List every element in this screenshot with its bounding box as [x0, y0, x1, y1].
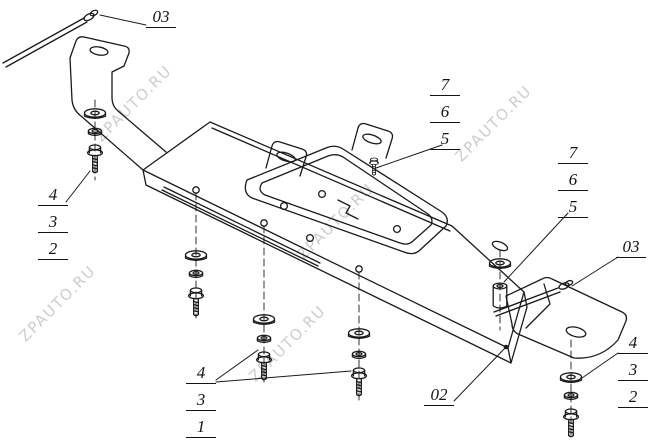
callout-label-02: 02 [424, 386, 454, 406]
callout-label-3: 3 [38, 213, 68, 233]
callout-top-left-bracket: 03 [146, 8, 176, 28]
callout-skid-plate: 02 [424, 386, 454, 406]
bottom-right-fastener-stack-drawing [559, 372, 583, 438]
callout-label-2: 2 [618, 388, 648, 408]
callout-right-fastener-stack: 7 6 5 [558, 144, 588, 225]
callout-bottom-fastener-stacks: 4 3 1 [186, 364, 216, 441]
callout-label-5: 5 [430, 130, 460, 150]
callout-label-1: 1 [186, 418, 216, 438]
callout-mid-fastener-stack: 7 6 5 [430, 76, 460, 157]
callout-bottom-right-fastener-stack: 4 3 2 [618, 334, 648, 415]
callout-left-fastener-stack: 4 3 2 [38, 186, 68, 267]
callout-label-3: 3 [618, 361, 648, 381]
left-fastener-stack-drawing [83, 108, 107, 174]
callout-label-03-top: 03 [146, 8, 176, 28]
callout-label-7: 7 [558, 144, 588, 164]
leader-lines [65, 14, 619, 402]
callout-right-bracket: 03 [616, 238, 646, 258]
callout-label-2: 2 [38, 240, 68, 260]
callout-label-3: 3 [186, 391, 216, 411]
left-bracket-drawing [69, 36, 167, 171]
callout-label-7: 7 [430, 76, 460, 96]
callout-label-03-right: 03 [616, 238, 646, 258]
right-mount-bolt-drawing [493, 279, 574, 317]
right-bracket-drawing [505, 276, 628, 359]
callout-label-6: 6 [430, 103, 460, 123]
callout-label-4: 4 [186, 364, 216, 384]
callout-label-4: 4 [38, 186, 68, 206]
callout-label-5: 5 [558, 198, 588, 218]
callout-label-4: 4 [618, 334, 648, 354]
callout-label-6: 6 [558, 171, 588, 191]
top-left-mount-bolt-drawing [2, 9, 99, 68]
skid-plate-drawing [142, 121, 528, 364]
